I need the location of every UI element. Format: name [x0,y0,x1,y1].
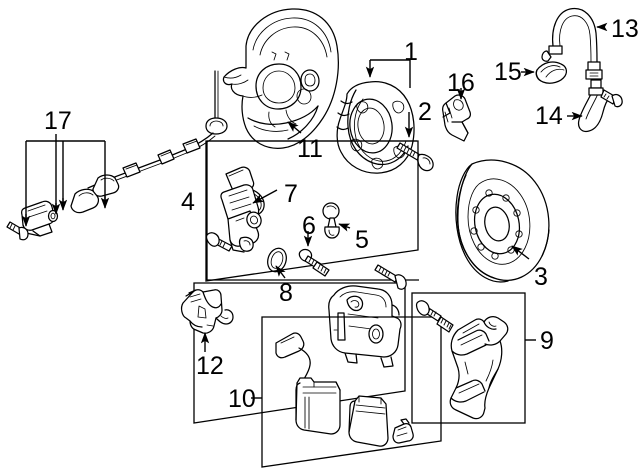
callout-11: 11 [297,135,323,163]
part-brake-pad-with-sensor [275,332,341,435]
callout-17: 17 [44,107,72,135]
part-parking-brake-actuator-7 [220,166,265,253]
part-pad-shim-clip [392,418,414,444]
callout-3: 3 [534,263,548,291]
part-abs-cable-assembly-17 [6,70,228,241]
leader-7 [252,189,278,204]
callout-13: 13 [611,15,639,43]
part-backing-plate-11 [222,8,339,149]
panel-4-final [205,140,419,282]
part-brake-hose-13 [541,7,603,80]
part-abs-sensor-16 [442,94,471,142]
callout-12: 12 [196,352,224,380]
part-steering-knuckle-12 [180,289,234,334]
part-brake-hose-14 [577,79,623,133]
part-caliper-guide-bolt [374,264,407,290]
callout-15: 15 [494,58,522,86]
callout-16: 16 [447,69,475,97]
part-brake-rotor-3 [455,159,550,283]
callout-14: 14 [535,102,563,130]
part-caliper-body [328,285,402,368]
panel-bracket-9 [411,292,526,424]
part-brake-pad-plain [348,395,389,447]
part-caliper-bracket-9 [415,300,509,420]
part-hub-bolt-2 [396,142,434,172]
panel-brake-pads [261,316,442,468]
callout-10: 10 [228,385,256,413]
callout-9: 9 [540,327,554,355]
callout-5: 5 [355,226,369,254]
part-hose-clip-15 [535,61,567,84]
part-bleeder-screw-6 [298,248,330,277]
leader-1-bracket [370,59,411,88]
leader-3 [511,245,530,260]
callout-6: 6 [302,212,316,240]
leader-11 [287,121,302,134]
part-seal-oring-8 [267,247,287,273]
callout-7: 7 [284,180,298,208]
callout-1: 1 [404,38,418,66]
callout-4: 4 [181,188,195,216]
part-bleeder-cap-5 [322,202,340,239]
part-caliper-bolt-upper [205,232,233,252]
part-wheel-hub-1 [336,81,415,174]
leader-8 [275,265,286,279]
panel-lower-caliper [193,282,406,424]
callout-2: 2 [418,98,432,126]
leader-5 [338,223,351,232]
callout-8: 8 [279,279,293,307]
